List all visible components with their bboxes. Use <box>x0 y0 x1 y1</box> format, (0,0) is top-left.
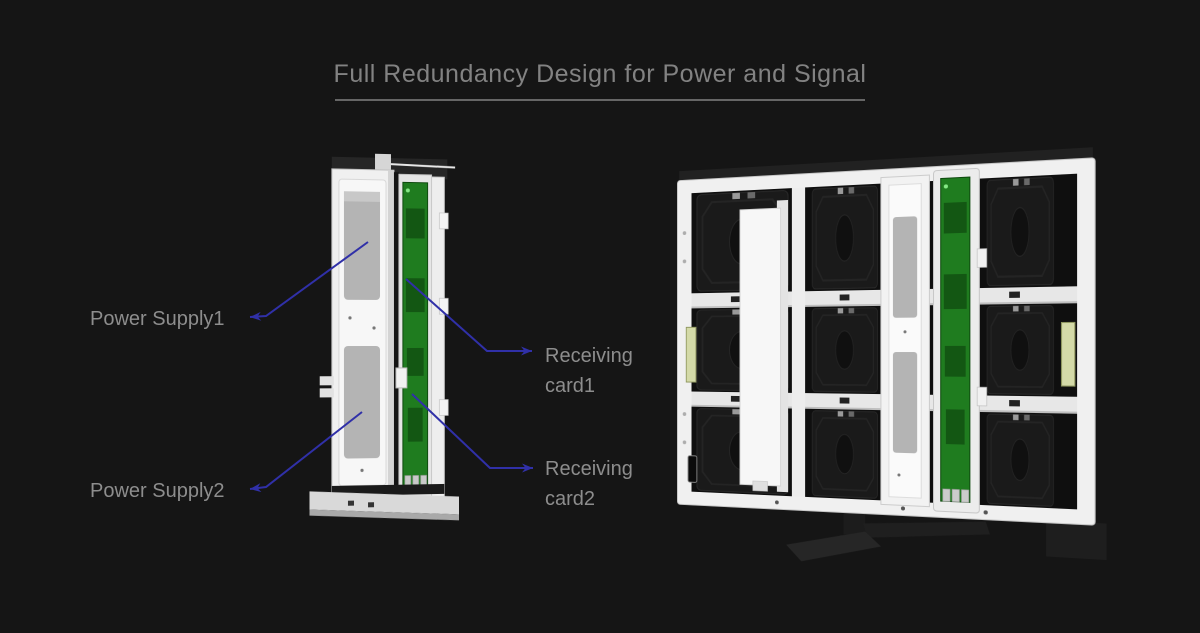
power-supply-1-unit <box>343 191 381 300</box>
edge-connector-right <box>1062 322 1075 386</box>
label-power-supply-2: Power Supply2 <box>90 480 225 502</box>
cabinet-power-supply-1 <box>892 216 918 318</box>
handle-slot <box>688 456 697 483</box>
edge-connector-left <box>686 327 696 382</box>
stand-foot-right <box>1046 520 1107 561</box>
receiving-card-column <box>934 168 987 514</box>
label-power-supply-1: Power Supply1 <box>90 308 225 330</box>
header: Full Redundancy Design for Power and Sig… <box>0 60 1200 101</box>
title-underline <box>335 99 865 101</box>
cabinet-back-illustration <box>669 147 1107 567</box>
panel-closeup-figure <box>309 148 459 537</box>
blank-cover-plate <box>740 199 789 492</box>
receiving-card-door <box>396 174 448 502</box>
label-receiving-card-2: Receiving card2 <box>545 458 633 510</box>
label-receiving-card-1: Receiving card1 <box>545 345 633 397</box>
power-supply-column <box>881 175 929 507</box>
power-supply-2-unit <box>343 346 381 459</box>
vertical-mullion <box>791 187 806 497</box>
panel-closeup-illustration <box>309 153 459 524</box>
power-supply-bay <box>319 169 394 497</box>
cabinet-power-supply-2 <box>892 352 918 454</box>
page-title: Full Redundancy Design for Power and Sig… <box>333 60 867 88</box>
cabinet-back-figure <box>669 142 1107 603</box>
